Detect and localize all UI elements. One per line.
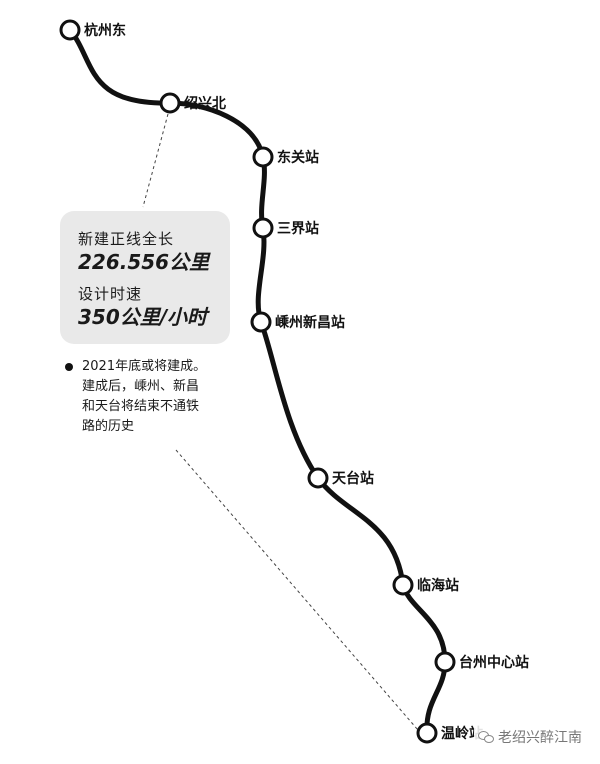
leader-line-bottom [175,449,419,731]
station: 临海站 [392,574,459,596]
chat-bubbles-icon [478,730,494,744]
station: 杭州东 [59,19,126,41]
station-marker [59,19,81,41]
station-marker [307,467,329,489]
note-line: 建成后，嵊州、新昌 [82,379,200,394]
station: 嵊州新昌站 [250,311,345,333]
station-marker [159,92,181,114]
station-label: 杭州东 [84,22,126,39]
note-line: 路的历史 [82,419,135,434]
length-value: 226.556公里 [78,250,210,274]
station-marker [392,574,414,596]
speed-value: 350公里/小时 [78,305,208,329]
station-label: 临海站 [417,577,459,594]
station-label: 三界站 [277,220,319,237]
station: 温岭站 [416,722,483,744]
station: 台州中心站 [434,651,529,673]
station-marker [252,146,274,168]
station-label: 台州中心站 [459,654,529,671]
station: 三界站 [252,217,319,239]
note-bullet-icon [65,363,73,371]
station-label: 嵊州新昌站 [275,314,345,331]
station-label: 温岭站 [441,725,483,742]
leader-line-top [142,113,169,208]
station-marker [252,217,274,239]
info-card: 新建正线全长 226.556公里 设计时速 350公里/小时 [60,211,230,344]
watermark: 老绍兴醉江南 [474,725,586,749]
station-label: 天台站 [332,470,374,487]
station-label: 绍兴北 [184,95,226,112]
speed-label: 设计时速 [78,285,143,303]
station-marker [434,651,456,673]
station-marker [416,722,438,744]
note-line: 2021年底或将建成。 [82,359,207,374]
station: 绍兴北 [159,92,226,114]
station: 东关站 [252,146,319,168]
station-marker [250,311,272,333]
watermark-text: 老绍兴醉江南 [498,730,582,746]
station: 天台站 [307,467,374,489]
length-label: 新建正线全长 [78,230,175,248]
construction-note: 2021年底或将建成。 建成后，嵊州、新昌 和天台将结束不通铁 路的历史 [65,357,246,437]
note-line: 和天台将结束不通铁 [82,399,200,414]
station-label: 东关站 [277,149,319,166]
